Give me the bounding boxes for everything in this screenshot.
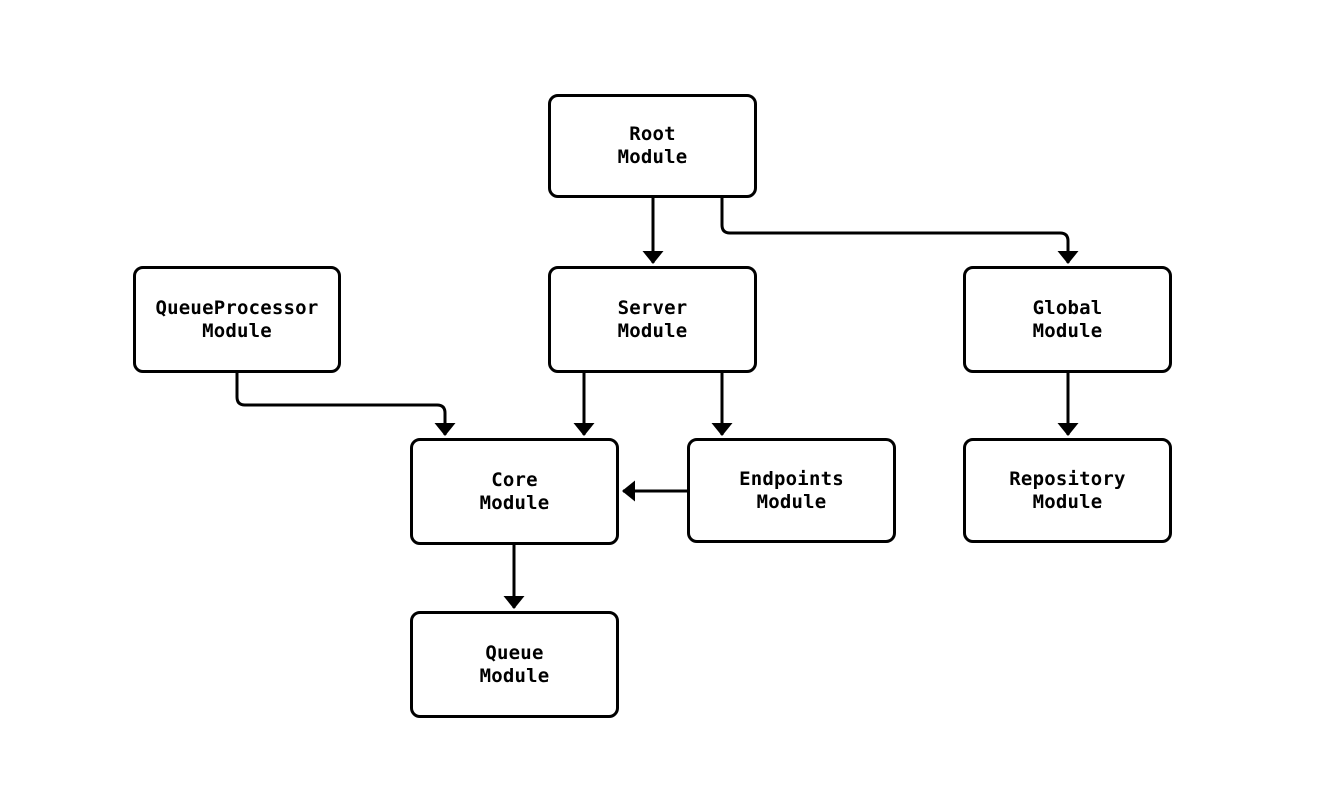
node-global: Global Module xyxy=(963,266,1172,373)
edge-queueprocessor-to-core xyxy=(235,373,456,436)
edge-root-to-global xyxy=(720,198,1079,264)
node-root-label: Root Module xyxy=(617,123,688,168)
node-core-label: Core Module xyxy=(479,468,550,514)
node-queue-label: Queue Module xyxy=(479,641,550,687)
node-queueprocessor: QueueProcessor Module xyxy=(133,266,341,373)
node-endpoints-label: Endpoints Module xyxy=(739,467,844,513)
node-queue: Queue Module xyxy=(410,611,619,718)
node-server: Server Module xyxy=(548,266,757,373)
node-global-label: Global Module xyxy=(1032,296,1103,342)
node-endpoints: Endpoints Module xyxy=(687,438,896,543)
node-root: Root Module xyxy=(548,94,757,198)
node-repository: Repository Module xyxy=(963,438,1172,543)
node-server-label: Server Module xyxy=(617,296,688,342)
node-queueprocessor-label: QueueProcessor Module xyxy=(155,296,319,342)
node-repository-label: Repository Module xyxy=(1009,467,1126,513)
node-core: Core Module xyxy=(410,438,619,545)
